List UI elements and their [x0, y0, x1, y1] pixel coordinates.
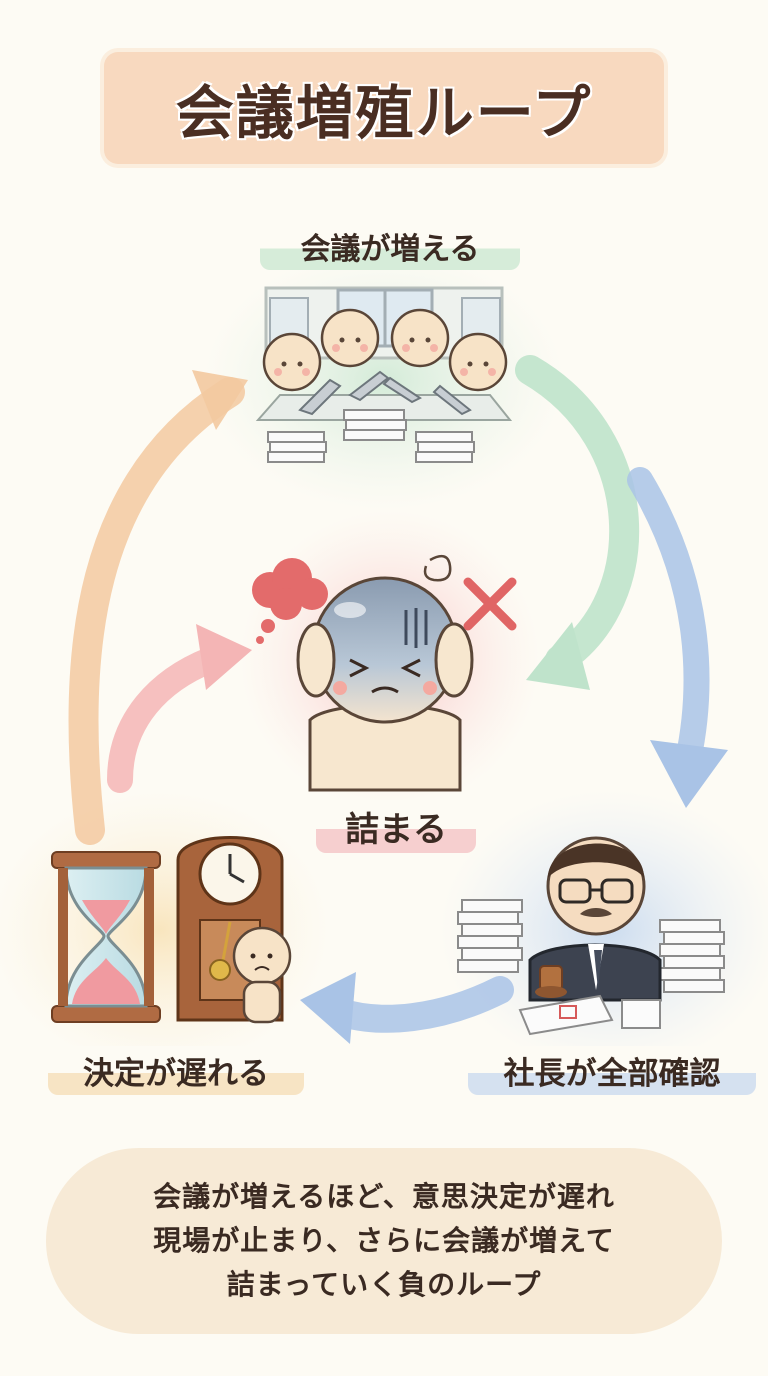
meeting-room-icon [258, 288, 510, 462]
node-label-stuck: 詰まる [316, 800, 476, 853]
node-label-meetings-increase: 会議が増える [260, 222, 520, 270]
caption-line: 詰まっていく負のループ [227, 1263, 542, 1307]
caption-line: 現場が止まり、さらに会議が増えて [153, 1219, 614, 1263]
caption-box: 会議が増えるほど、意思決定が遅れ 現場が止まり、さらに会議が増えて 詰まっていく… [46, 1148, 722, 1334]
node-label-decision-delayed: 決定が遅れる [48, 1046, 304, 1095]
caption-line: 会議が増えるほど、意思決定が遅れ [153, 1175, 615, 1219]
node-label-ceo-checks-all: 社長が全部確認 [468, 1046, 756, 1095]
arrow-delay-to-stuck [120, 624, 252, 780]
arrow-decision-to-meetings [83, 370, 248, 830]
arrow-to-ceo [640, 480, 728, 808]
